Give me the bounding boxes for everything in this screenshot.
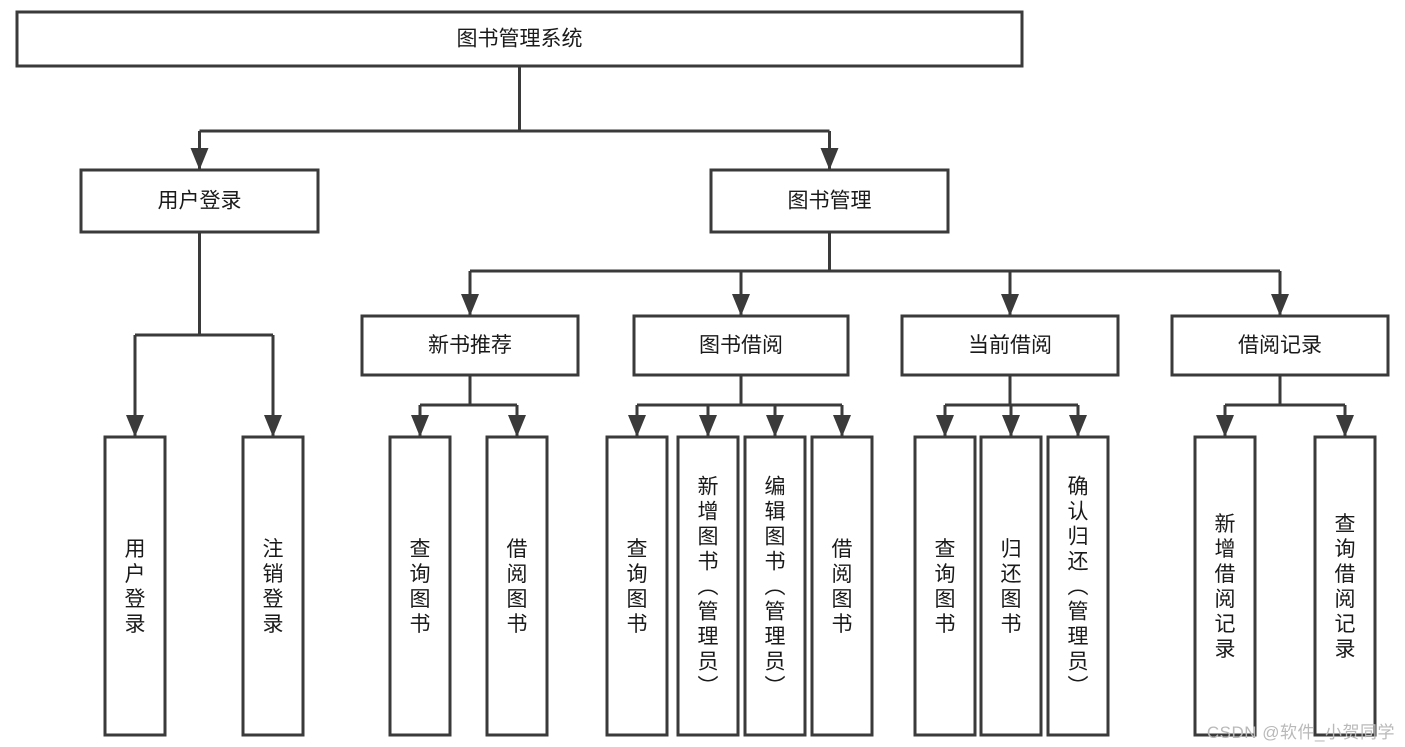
node-box-leaf-query-book-2: [605, 435, 669, 737]
node-box-root: [15, 10, 1024, 68]
node-box-new-book-recommend: [360, 314, 580, 377]
node-label-borrow-record: 借阅记录: [1238, 334, 1322, 357]
node-label-leaf-confirm-return: 确认归还︵管理员︶: [1068, 476, 1089, 699]
node-label-leaf-borrow-book-1: 借阅图书: [507, 538, 528, 636]
node-box-borrow-record: [1170, 314, 1390, 377]
node-label-leaf-return-book: 归还图书: [1001, 538, 1022, 636]
node-box-leaf-return-book: [979, 435, 1043, 737]
node-leaf-return-book[interactable]: 归还图书: [979, 435, 1043, 737]
arrow-head-icon-leaf-add-borrow-record: [1216, 415, 1234, 437]
arrow-head-icon-new-book-recommend: [461, 294, 479, 316]
node-leaf-confirm-return[interactable]: 确认归还︵管理员︶: [1046, 435, 1110, 737]
node-leaf-borrow-book-2[interactable]: 借阅图书: [810, 435, 874, 737]
node-label-leaf-query-book-3: 查询图书: [935, 538, 956, 636]
node-label-root: 图书管理系统: [457, 28, 583, 51]
node-box-leaf-edit-book: [743, 435, 807, 737]
node-label-current-borrow: 当前借阅: [968, 334, 1052, 357]
arrow-head-icon-leaf-return-book: [1002, 415, 1020, 437]
node-label-leaf-query-borrow-record: 查询借阅记录: [1335, 513, 1356, 661]
node-leaf-edit-book[interactable]: 编辑图书︵管理员︶: [743, 435, 807, 737]
node-label-leaf-query-book-1: 查询图书: [410, 538, 431, 636]
arrow-head-icon-borrow-record: [1271, 294, 1289, 316]
arrow-head-icon-leaf-query-book-2: [628, 415, 646, 437]
node-user-login[interactable]: 用户登录: [79, 168, 320, 234]
node-leaf-add-book[interactable]: 新增图书︵管理员︶: [676, 435, 740, 737]
node-leaf-borrow-book-1[interactable]: 借阅图书: [485, 435, 549, 737]
arrow-head-icon-book-borrow: [732, 294, 750, 316]
arrow-head-icon-leaf-add-book: [699, 415, 717, 437]
node-label-book-management: 图书管理: [788, 190, 872, 213]
arrow-head-icon-leaf-borrow-book-2: [833, 415, 851, 437]
arrow-head-icon-leaf-confirm-return: [1069, 415, 1087, 437]
node-label-leaf-add-borrow-record: 新增借阅记录: [1215, 513, 1236, 661]
node-label-leaf-query-book-2: 查询图书: [627, 538, 648, 636]
node-leaf-user-login[interactable]: 用户登录: [103, 435, 167, 737]
node-box-leaf-borrow-book-2: [810, 435, 874, 737]
node-label-leaf-add-book: 新增图书︵管理员︶: [698, 476, 719, 699]
arrow-head-icon-leaf-query-book-3: [936, 415, 954, 437]
node-leaf-add-borrow-record[interactable]: 新增借阅记录: [1193, 435, 1257, 737]
node-box-leaf-borrow-book-1: [485, 435, 549, 737]
arrow-head-icon-leaf-query-borrow-record: [1336, 415, 1354, 437]
node-label-leaf-edit-book: 编辑图书︵管理员︶: [765, 476, 786, 699]
node-root[interactable]: 图书管理系统: [15, 10, 1024, 68]
node-leaf-logout[interactable]: 注销登录: [241, 435, 305, 737]
arrow-head-icon-leaf-query-book-1: [411, 415, 429, 437]
node-layer: 图书管理系统用户登录图书管理新书推荐图书借阅当前借阅借阅记录用户登录注销登录查询…: [15, 10, 1390, 737]
node-label-leaf-logout: 注销登录: [263, 538, 284, 636]
node-book-management[interactable]: 图书管理: [709, 168, 950, 234]
node-box-leaf-query-book-1: [388, 435, 452, 737]
node-box-leaf-query-borrow-record: [1313, 435, 1377, 737]
arrow-head-icon-leaf-edit-book: [766, 415, 784, 437]
node-label-book-borrow: 图书借阅: [699, 334, 783, 357]
node-box-leaf-user-login: [103, 435, 167, 737]
node-box-leaf-logout: [241, 435, 305, 737]
node-label-user-login: 用户登录: [158, 190, 242, 213]
node-box-leaf-confirm-return: [1046, 435, 1110, 737]
node-box-book-management: [709, 168, 950, 234]
node-box-leaf-query-book-3: [913, 435, 977, 737]
arrow-head-icon-leaf-logout: [264, 415, 282, 437]
connector-layer: [126, 66, 1354, 437]
node-box-leaf-add-book: [676, 435, 740, 737]
arrow-head-icon-leaf-borrow-book-1: [508, 415, 526, 437]
node-box-leaf-add-borrow-record: [1193, 435, 1257, 737]
node-label-new-book-recommend: 新书推荐: [428, 334, 512, 357]
node-borrow-record[interactable]: 借阅记录: [1170, 314, 1390, 377]
node-new-book-recommend[interactable]: 新书推荐: [360, 314, 580, 377]
arrow-head-icon-current-borrow: [1001, 294, 1019, 316]
node-book-borrow[interactable]: 图书借阅: [632, 314, 850, 377]
node-box-current-borrow: [900, 314, 1120, 377]
node-label-leaf-borrow-book-2: 借阅图书: [832, 538, 853, 636]
node-leaf-query-borrow-record[interactable]: 查询借阅记录: [1313, 435, 1377, 737]
node-current-borrow[interactable]: 当前借阅: [900, 314, 1120, 377]
node-label-leaf-user-login: 用户登录: [125, 538, 146, 636]
node-box-book-borrow: [632, 314, 850, 377]
arrow-head-icon-leaf-user-login: [126, 415, 144, 437]
node-leaf-query-book-2[interactable]: 查询图书: [605, 435, 669, 737]
node-leaf-query-book-1[interactable]: 查询图书: [388, 435, 452, 737]
arrow-head-icon-user-login: [190, 148, 209, 170]
arrow-head-icon-book-management: [820, 148, 839, 170]
node-leaf-query-book-3[interactable]: 查询图书: [913, 435, 977, 737]
node-box-user-login: [79, 168, 320, 234]
